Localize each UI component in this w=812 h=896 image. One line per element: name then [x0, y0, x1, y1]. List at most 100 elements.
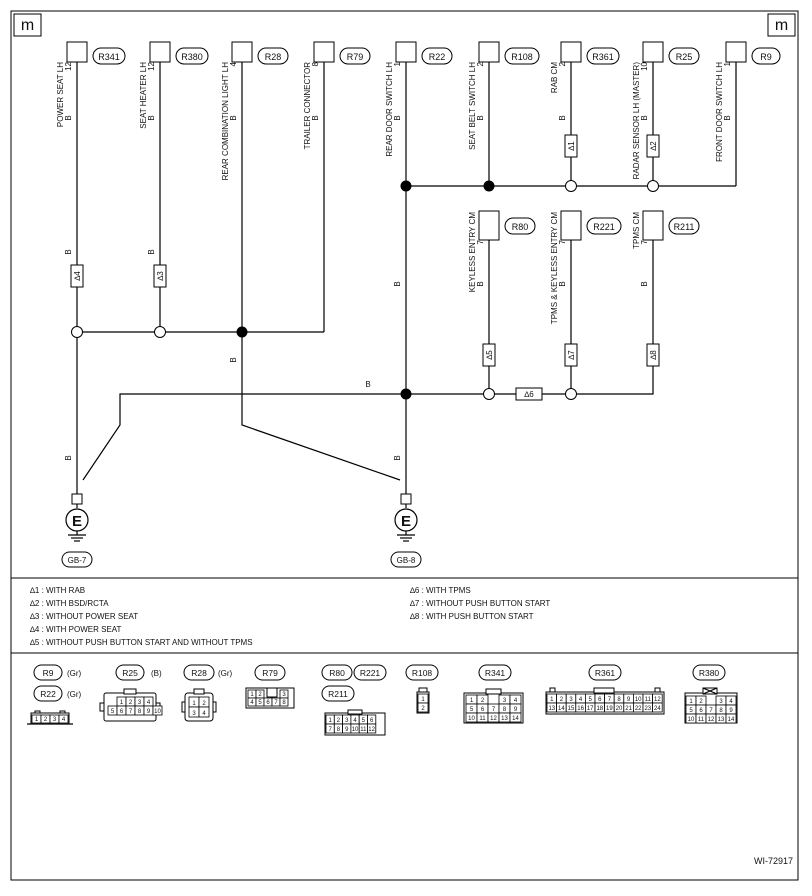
pin-number: 13 — [548, 706, 555, 712]
option-mark-6: ∆6 — [515, 387, 543, 401]
svg-text:R380: R380 — [699, 668, 720, 678]
pin-number: 6 — [120, 709, 124, 715]
svg-text:(B): (B) — [151, 669, 162, 678]
pin-cell — [652, 702, 663, 713]
pin-number: 8 — [617, 697, 621, 703]
svg-text:R79: R79 — [262, 668, 278, 678]
option-marks: ∆4 ∆3 ∆1 ∆2 ∆5 ∆7 ∆8 ∆6 — [70, 134, 660, 401]
svg-text:R108: R108 — [412, 668, 433, 678]
splice-open — [71, 326, 83, 338]
note-line: ∆6 : WITH TPMS — [410, 586, 471, 595]
ground-label: GB-7 — [68, 556, 87, 565]
pin-number: 11 — [479, 716, 486, 722]
ground-gb-7: E GB-7 — [61, 493, 93, 568]
pin-number: 10 — [352, 727, 359, 733]
pin-number: 3 — [569, 697, 573, 703]
wire-color-labels: B B B B B B B — [64, 249, 402, 460]
wire-color-label: B — [393, 455, 402, 460]
pin-number: 2 — [699, 699, 703, 705]
pin-number: 5 — [258, 700, 262, 706]
pin-number: 3 — [138, 700, 142, 706]
svg-text:∆5: ∆5 — [485, 350, 494, 360]
svg-text:(Gr): (Gr) — [218, 669, 233, 678]
pin-number: 2 — [560, 697, 564, 703]
connector-pin: 8 — [311, 61, 320, 66]
pin-number: 14 — [512, 716, 519, 722]
ground-label: GB-8 — [397, 556, 416, 565]
pin-number: 23 — [644, 706, 651, 712]
connector-pin: 12 — [64, 61, 73, 70]
connector-pin: 12 — [147, 61, 156, 70]
connector-name: KEYLESS ENTRY CM — [468, 212, 477, 293]
svg-text:(Gr): (Gr) — [67, 690, 82, 699]
connector-id: R80 — [512, 222, 529, 232]
svg-text:∆4: ∆4 — [73, 271, 82, 281]
connector-id: R341 — [98, 52, 120, 62]
connector-id: R108 — [511, 52, 533, 62]
pin-number: 11 — [698, 717, 705, 723]
wire-color-label: B — [365, 380, 370, 389]
pin-number: 1 — [421, 697, 425, 703]
wire-color-label: B — [64, 455, 73, 460]
pin-number: 2 — [129, 700, 133, 706]
pin-number: 8 — [719, 708, 723, 714]
pin-number: 4 — [729, 699, 733, 705]
pin-number: 9 — [729, 708, 733, 714]
connector-r22: R22 REAR DOOR SWITCH LH 1 B — [385, 41, 453, 157]
connector-pin: 1 — [723, 61, 732, 66]
svg-text:R28: R28 — [191, 668, 207, 678]
pin-number: 2 — [421, 706, 425, 712]
splice-points — [71, 180, 659, 400]
pin-number: 5 — [589, 697, 593, 703]
pin-cell — [152, 705, 163, 716]
corner-mark-right: m — [767, 13, 796, 37]
pin-number: 3 — [719, 699, 723, 705]
pin-cell — [509, 712, 522, 723]
connector-name: POWER SEAT LH — [56, 62, 65, 127]
wire-color-label: B — [476, 115, 485, 120]
diagram-code: WI-72917 — [754, 856, 793, 866]
pin-number: 2 — [481, 698, 485, 704]
splice-open — [647, 180, 659, 192]
pin-cell — [198, 706, 210, 718]
svg-text:R25: R25 — [122, 668, 138, 678]
connector-r80: R80 KEYLESS ENTRY CM 7 B — [468, 210, 536, 293]
pin-number: 5 — [470, 707, 474, 713]
connector-name: REAR DOOR SWITCH LH — [385, 62, 394, 157]
pin-number: 9 — [514, 707, 518, 713]
svg-text:∆7: ∆7 — [567, 350, 576, 360]
pin-number: 1 — [470, 698, 474, 704]
connector-r341: R341 POWER SEAT LH 12 B — [56, 41, 126, 127]
connector-r25: R25 RADAR SENSOR LH (MASTER) 10 B — [632, 41, 700, 179]
svg-text:R361: R361 — [595, 668, 616, 678]
pin-number: 12 — [708, 717, 715, 723]
connector-name: SEAT HEATER LH — [139, 62, 148, 129]
pin-number: 6 — [481, 707, 485, 713]
svg-text:R22: R22 — [40, 689, 56, 699]
pin-number: 1 — [35, 717, 39, 723]
pin-number: 7 — [492, 707, 496, 713]
wire-color-label: B — [393, 281, 402, 286]
pin-number: 13 — [501, 716, 508, 722]
option-mark-7: ∆7 — [564, 343, 578, 367]
pin-number: 8 — [138, 709, 142, 715]
note-line: ∆1 : WITH RAB — [30, 586, 85, 595]
pin-number: 17 — [587, 706, 594, 712]
note-line: ∆8 : WITH PUSH BUTTON START — [410, 612, 534, 621]
pin-number: 11 — [360, 727, 367, 733]
option-mark-1: ∆1 — [564, 134, 578, 158]
svg-text:(Gr): (Gr) — [67, 669, 82, 678]
pin-number: 14 — [558, 706, 565, 712]
pin-number: 6 — [699, 708, 703, 714]
wire-color-label: B — [723, 115, 732, 120]
svg-text:R341: R341 — [485, 668, 506, 678]
pin-number: 2 — [337, 718, 341, 724]
note-line: ∆3 : WITHOUT POWER SEAT — [30, 612, 138, 621]
connector-r221: R221 TPMS & KEYLESS ENTRY CM 7 B — [550, 210, 622, 324]
pin-number: 1 — [192, 701, 196, 707]
wire-color-label: B — [229, 357, 238, 362]
